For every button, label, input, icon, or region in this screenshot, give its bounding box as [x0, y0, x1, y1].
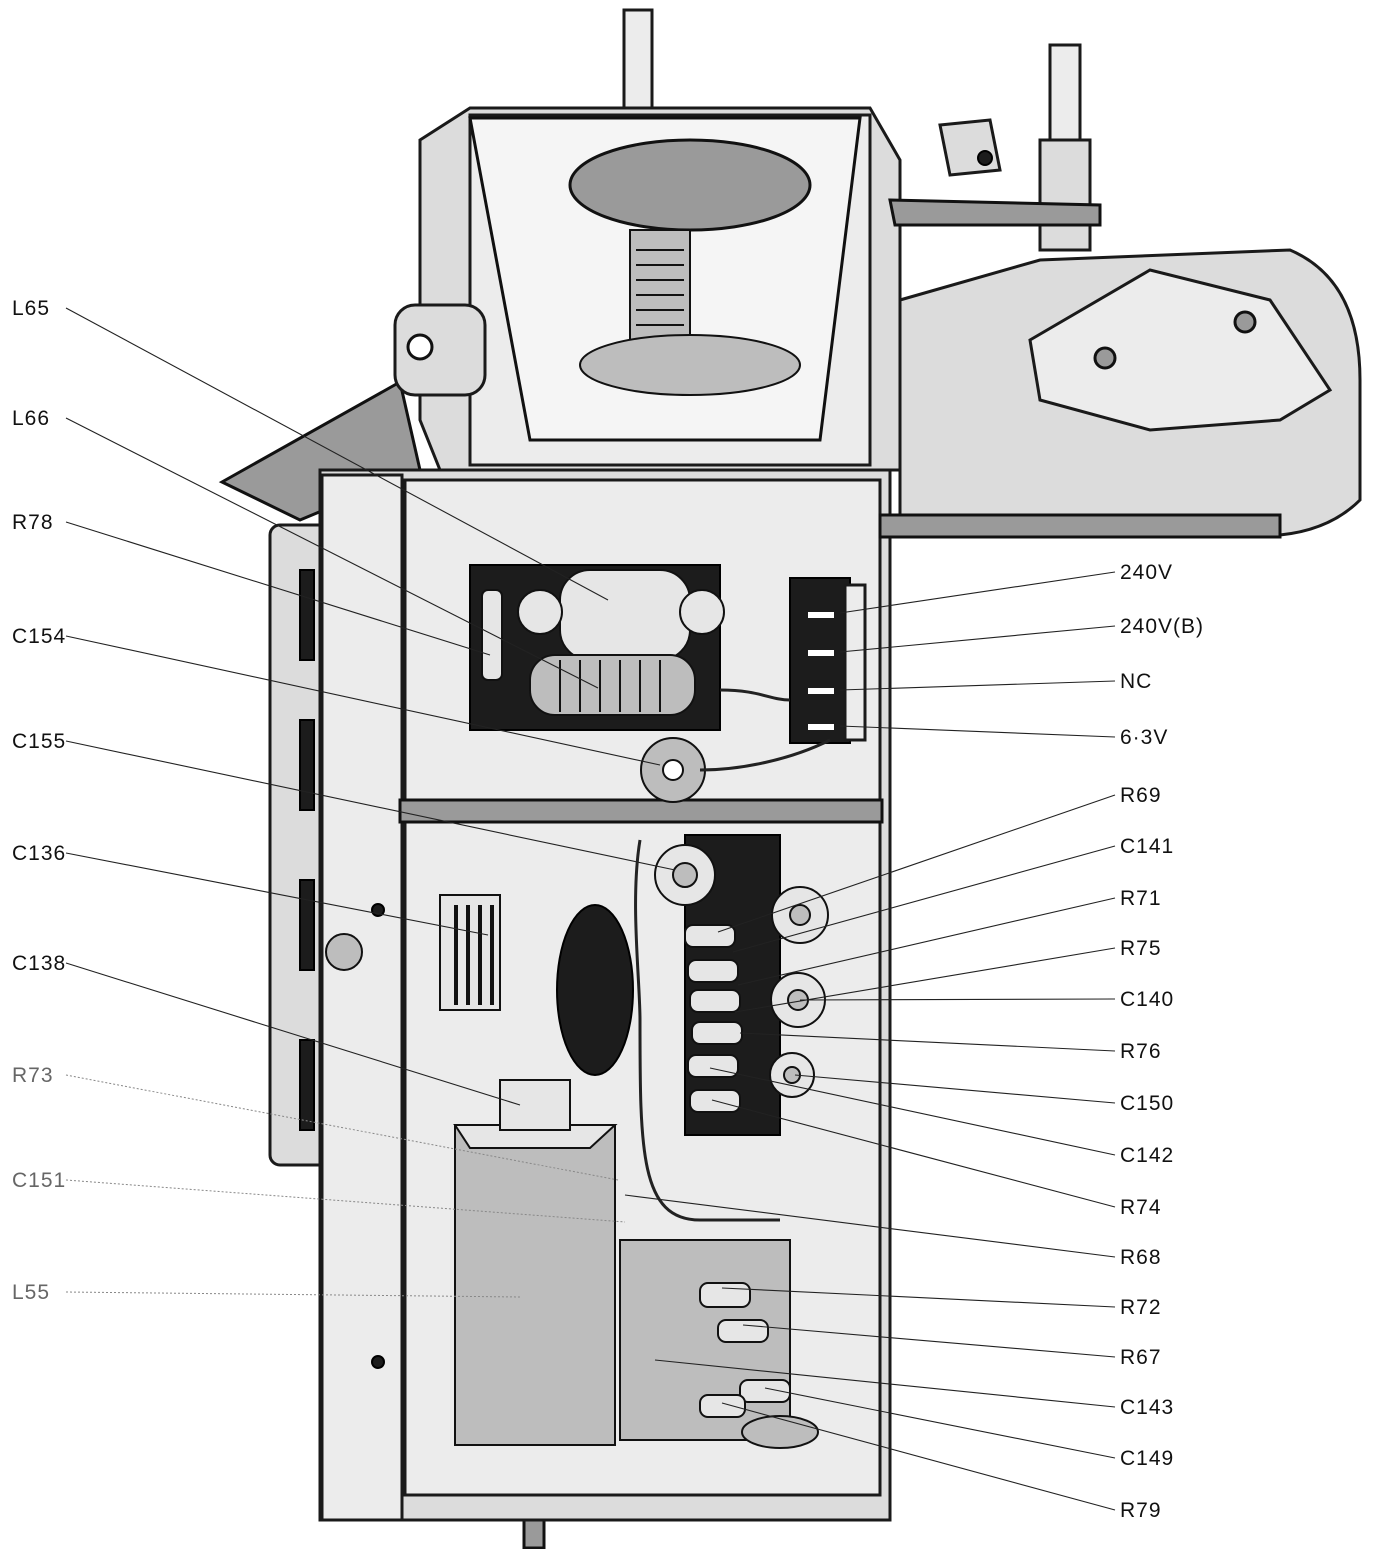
label-R72: R72 [1120, 1296, 1162, 1319]
label-R71: R71 [1120, 887, 1162, 910]
label-R74: R74 [1120, 1196, 1162, 1219]
L65-coil [559, 569, 691, 661]
label-C138: C138 [12, 952, 66, 975]
gang-drum [568, 138, 812, 232]
label-NC: NC [1120, 670, 1152, 693]
labels-left: L65 L66 R78 C154 C155 C136 C138 R73 C151… [12, 297, 66, 1304]
label-R78: R78 [12, 511, 54, 534]
label-R79: R79 [1120, 1499, 1162, 1522]
R78-resistor [481, 589, 503, 681]
label-R73: R73 [12, 1064, 54, 1087]
label-C149: C149 [1120, 1447, 1174, 1470]
label-C150: C150 [1120, 1092, 1174, 1115]
label-L65: L65 [12, 297, 50, 320]
leader-lines [65, 307, 1116, 1511]
label-C143: C143 [1120, 1396, 1174, 1419]
label-C155: C155 [12, 730, 66, 753]
tag-strip [789, 577, 851, 744]
label-R67: R67 [1120, 1346, 1162, 1369]
right-shaft [1048, 43, 1082, 147]
label-R69: R69 [1120, 784, 1162, 807]
label-240V-B: 240V(B) [1120, 615, 1204, 638]
label-C151: C151 [12, 1169, 66, 1192]
label-R76: R76 [1120, 1040, 1162, 1063]
label-C140: C140 [1120, 988, 1174, 1011]
chassis-illustration [218, 8, 1362, 1549]
label-C141: C141 [1120, 835, 1174, 858]
labels-right: 240V 240V(B) NC 6·3V R69 C141 R71 R75 C1… [1120, 561, 1204, 1522]
label-R75: R75 [1120, 937, 1162, 960]
label-C154: C154 [12, 625, 66, 648]
L66-coil [529, 654, 696, 716]
label-L66: L66 [12, 407, 50, 430]
label-240V: 240V [1120, 561, 1173, 584]
label-R68: R68 [1120, 1246, 1162, 1269]
label-C136: C136 [12, 842, 66, 865]
L55-can [454, 1124, 616, 1446]
top-shaft [622, 8, 654, 112]
label-C142: C142 [1120, 1144, 1174, 1167]
label-6-3V: 6·3V [1120, 726, 1168, 749]
front-flange [320, 473, 404, 1522]
valve-socket [556, 904, 634, 1076]
label-L55: L55 [12, 1281, 50, 1304]
